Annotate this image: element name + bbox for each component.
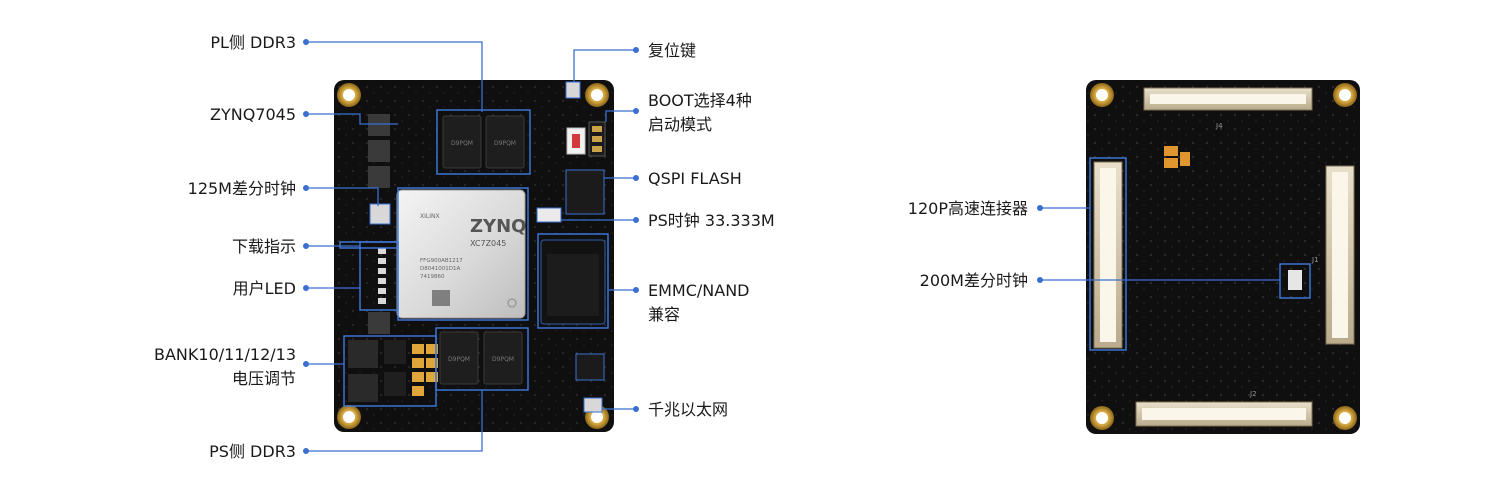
label-connector: 120P高速连接器 (908, 199, 1028, 218)
label-clk125: 125M差分时钟 (188, 179, 296, 198)
back-labels: 120P高速连接器 200M差分时钟 (908, 199, 1028, 290)
back-board: J4 J1 J2 (1086, 80, 1360, 434)
front-board: D9PQM D9PQM ZYNQ XC7Z045 XILINX FFG900AB… (334, 80, 614, 432)
label-reset: 复位键 (648, 41, 696, 60)
ethernet-crystal (583, 397, 603, 413)
front-left-labels: PL侧 DDR3 ZYNQ7045 125M差分时钟 下载指示 用户LED BA… (154, 33, 296, 461)
bank-regulators (348, 340, 438, 402)
pl-ddr3-chips: D9PQM D9PQM (442, 115, 525, 169)
front-right-labels: 复位键 BOOT选择4种 启动模式 QSPI FLASH PS时钟 33.333… (648, 41, 775, 419)
zynq-vendor-text: XILINX (420, 213, 440, 220)
label-clk200: 200M差分时钟 (920, 271, 1028, 290)
ref-j1: J1 (1311, 256, 1319, 264)
back-capacitors (1164, 146, 1190, 168)
label-ps-clock: PS时钟 33.333M (648, 211, 775, 230)
label-ethernet: 千兆以太网 (648, 400, 728, 419)
label-emmc-line1: EMMC/NAND (648, 281, 749, 300)
ethernet-phy (575, 353, 605, 381)
zynq-chip: ZYNQ XC7Z045 XILINX FFG900AB1217 D804100… (396, 189, 526, 319)
zynq-brand-text: ZYNQ (470, 216, 526, 237)
ps-clock-crystal (536, 207, 562, 223)
label-user-led: 用户LED (233, 279, 296, 298)
back-highlight-boxes (1089, 157, 1311, 351)
zynq-code-2: D8041001D1A (420, 266, 460, 272)
label-bank-line1: BANK10/11/12/13 (154, 345, 296, 364)
pl-ddr-mark-1: D9PQM (451, 140, 473, 147)
led-array (378, 248, 386, 304)
ref-j2: J2 (1249, 390, 1257, 398)
board-connectors: J4 J1 J2 (1093, 87, 1355, 427)
leader-lines (303, 39, 1280, 454)
back-mounting-holes (1090, 83, 1357, 430)
qspi-chip (565, 169, 605, 215)
label-download: 下载指示 (232, 237, 296, 256)
zynq-part-text: XC7Z045 (470, 239, 506, 248)
ref-j4: J4 (1215, 122, 1223, 130)
ps-ddr3-chips: D9PQM D9PQM (439, 331, 523, 385)
ps-ddr-mark-2: D9PQM (492, 356, 514, 363)
label-qspi: QSPI FLASH (648, 169, 742, 188)
label-ps-ddr3: PS侧 DDR3 (209, 442, 296, 461)
reset-button-part (565, 81, 581, 99)
zynq-code-1: FFG900AB1217 (420, 258, 463, 264)
label-emmc-line2: 兼容 (648, 305, 680, 324)
emmc-chip (540, 239, 606, 325)
label-zynq: ZYNQ7045 (210, 105, 296, 124)
label-boot-line1: BOOT选择4种 (648, 91, 752, 110)
ps-ddr-mark-1: D9PQM (448, 356, 470, 363)
clk200-part (1288, 270, 1302, 290)
zynq-code-3: 7419860 (420, 274, 445, 280)
clk125-part (369, 203, 391, 225)
front-highlight-boxes (339, 109, 609, 407)
label-bank-line2: 电压调节 (232, 369, 296, 388)
label-pl-ddr3: PL侧 DDR3 (210, 33, 296, 52)
label-boot-line2: 启动模式 (648, 115, 712, 134)
boot-switch (566, 121, 606, 157)
pl-ddr-mark-2: D9PQM (494, 140, 516, 147)
power-inductors (368, 114, 390, 334)
